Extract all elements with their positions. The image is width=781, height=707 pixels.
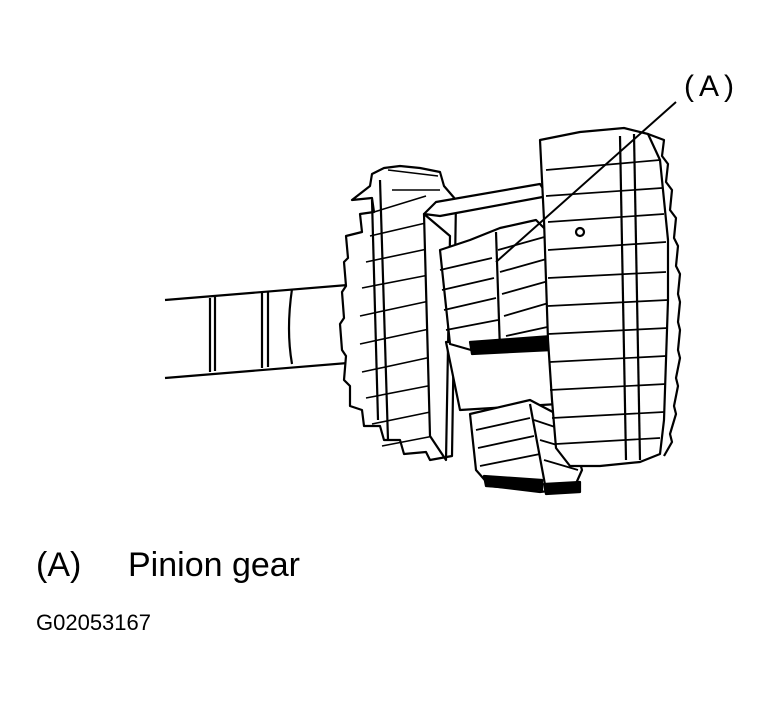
callout-label-a: (A) [684, 70, 739, 103]
legend-key: (A) [36, 546, 82, 584]
legend-text: Pinion gear [128, 546, 301, 584]
callout-leader-line [495, 101, 677, 263]
differential-case [422, 182, 560, 462]
right-ring-gear [538, 126, 682, 468]
differential-gear-illustration [164, 101, 682, 496]
pinion-gear-upper [438, 218, 556, 356]
figure-id: G02053167 [36, 610, 151, 635]
legend-item: (A) Pinion gear [36, 548, 300, 582]
output-shaft [164, 282, 361, 380]
